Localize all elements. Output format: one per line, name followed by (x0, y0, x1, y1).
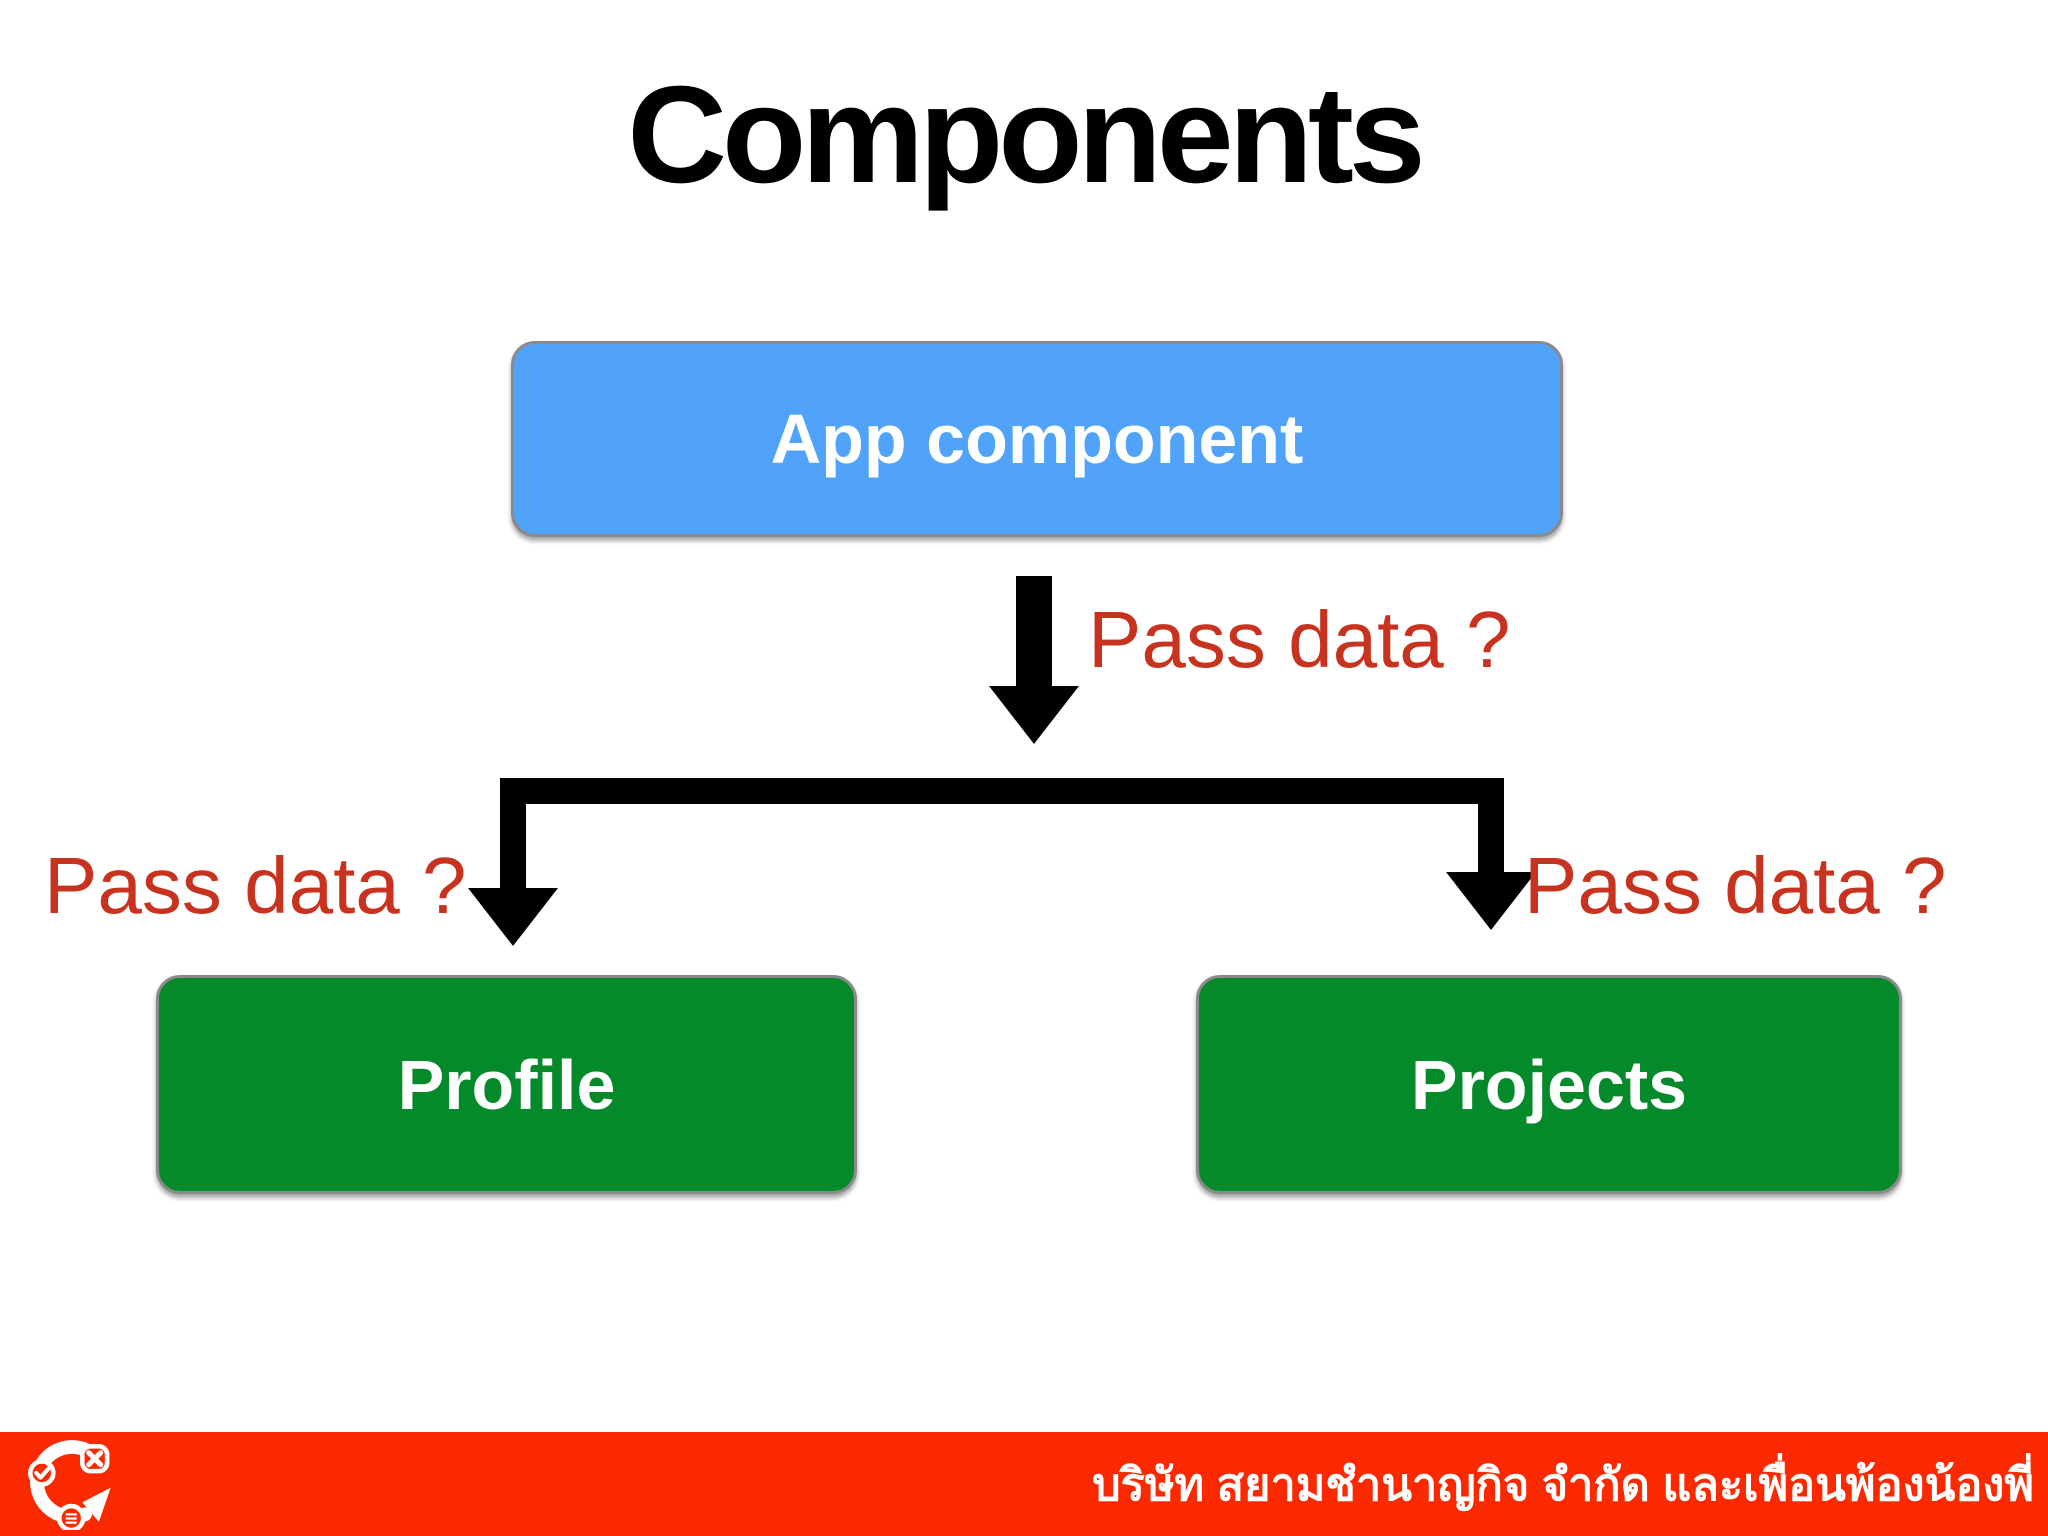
connector-horizontal-bar (500, 778, 1504, 804)
connector-left-shaft (500, 778, 526, 892)
pass-data-label-center: Pass data ? (1088, 595, 1511, 684)
node-projects-label: Projects (1410, 1045, 1688, 1124)
slide-title: Components (627, 58, 1425, 212)
node-profile-label: Profile (397, 1045, 616, 1124)
connector-right-shaft (1478, 778, 1504, 877)
node-profile: Profile (156, 975, 857, 1194)
arrow-down-icon-right (1446, 872, 1536, 930)
pass-data-label-left: Pass data ? (44, 841, 467, 930)
arrow-down-icon-center (989, 686, 1079, 744)
pass-data-label-right: Pass data ? (1524, 841, 1947, 930)
footer-bar: บริษัท สยามชำนาญกิจ จำกัด และเพื่อนพ้องน… (0, 1432, 2048, 1536)
node-app-component: App component (511, 341, 1563, 537)
arrow-down-icon-left (468, 888, 558, 946)
connector-center-shaft (1016, 576, 1052, 692)
footer-company-text: บริษัท สยามชำนาญกิจ จำกัด และเพื่อนพ้องน… (1092, 1459, 2034, 1510)
node-app-component-label: App component (770, 400, 1304, 478)
company-logo-icon (28, 1440, 111, 1530)
node-projects: Projects (1196, 975, 1902, 1194)
